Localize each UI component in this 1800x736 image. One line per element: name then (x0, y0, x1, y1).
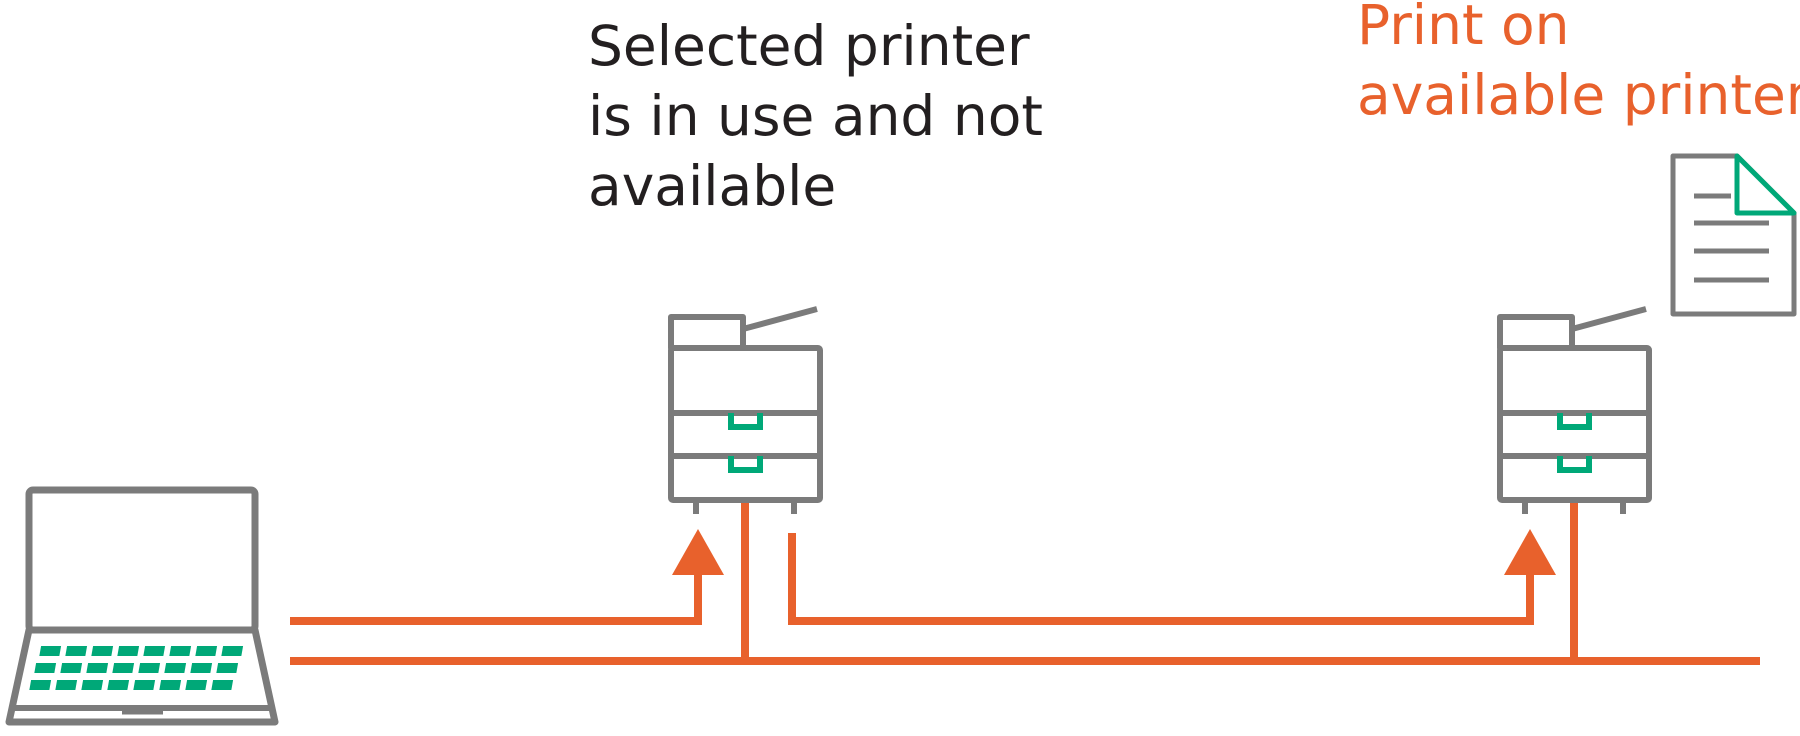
keyboard-key (216, 663, 239, 673)
keyboard-key (221, 646, 244, 656)
keyboard-key (159, 680, 182, 690)
keyboard-key (34, 663, 57, 673)
document-icon (1670, 153, 1797, 317)
request-path-to-busy-printer (290, 570, 702, 625)
keyboard-key (55, 680, 78, 690)
network-lines (290, 503, 1760, 665)
arrow-up-to-available-printer (1504, 529, 1556, 575)
arrow-up-to-busy-printer (672, 529, 724, 575)
keyboard-key (211, 680, 234, 690)
caption-line: available (588, 154, 837, 218)
caption-line: is in use and not (588, 84, 1043, 148)
keyboard-key (185, 680, 208, 690)
caption-line: Print on (1357, 0, 1570, 57)
keyboard-key (117, 646, 140, 656)
keyboard-key (143, 646, 166, 656)
keyboard-key (81, 680, 104, 690)
printer-icon (1497, 306, 1652, 514)
keyboard-key (112, 663, 135, 673)
keyboard-key (169, 646, 192, 656)
keyboard-key (133, 680, 156, 690)
keyboard-keys (29, 646, 244, 690)
available-printer-caption: Print on available printer (1357, 0, 1800, 130)
keyboard-key (39, 646, 62, 656)
keyboard-key (107, 680, 130, 690)
keyboard-key (91, 646, 114, 656)
keyboard-key (29, 680, 52, 690)
keyboard-key (138, 663, 161, 673)
busy-printer-caption: Selected printer is in use and not avail… (588, 11, 1043, 221)
keyboard-key (190, 663, 213, 673)
keyboard-key (195, 646, 218, 656)
keyboard-key (60, 663, 83, 673)
caption-line: available printer (1357, 63, 1800, 127)
keyboard-key (86, 663, 109, 673)
printer-icon (668, 306, 823, 514)
laptop-icon (5, 486, 279, 726)
redirect-path-to-available-printer (788, 533, 1534, 625)
caption-line: Selected printer (588, 14, 1030, 78)
keyboard-key (65, 646, 88, 656)
keyboard-key (164, 663, 187, 673)
